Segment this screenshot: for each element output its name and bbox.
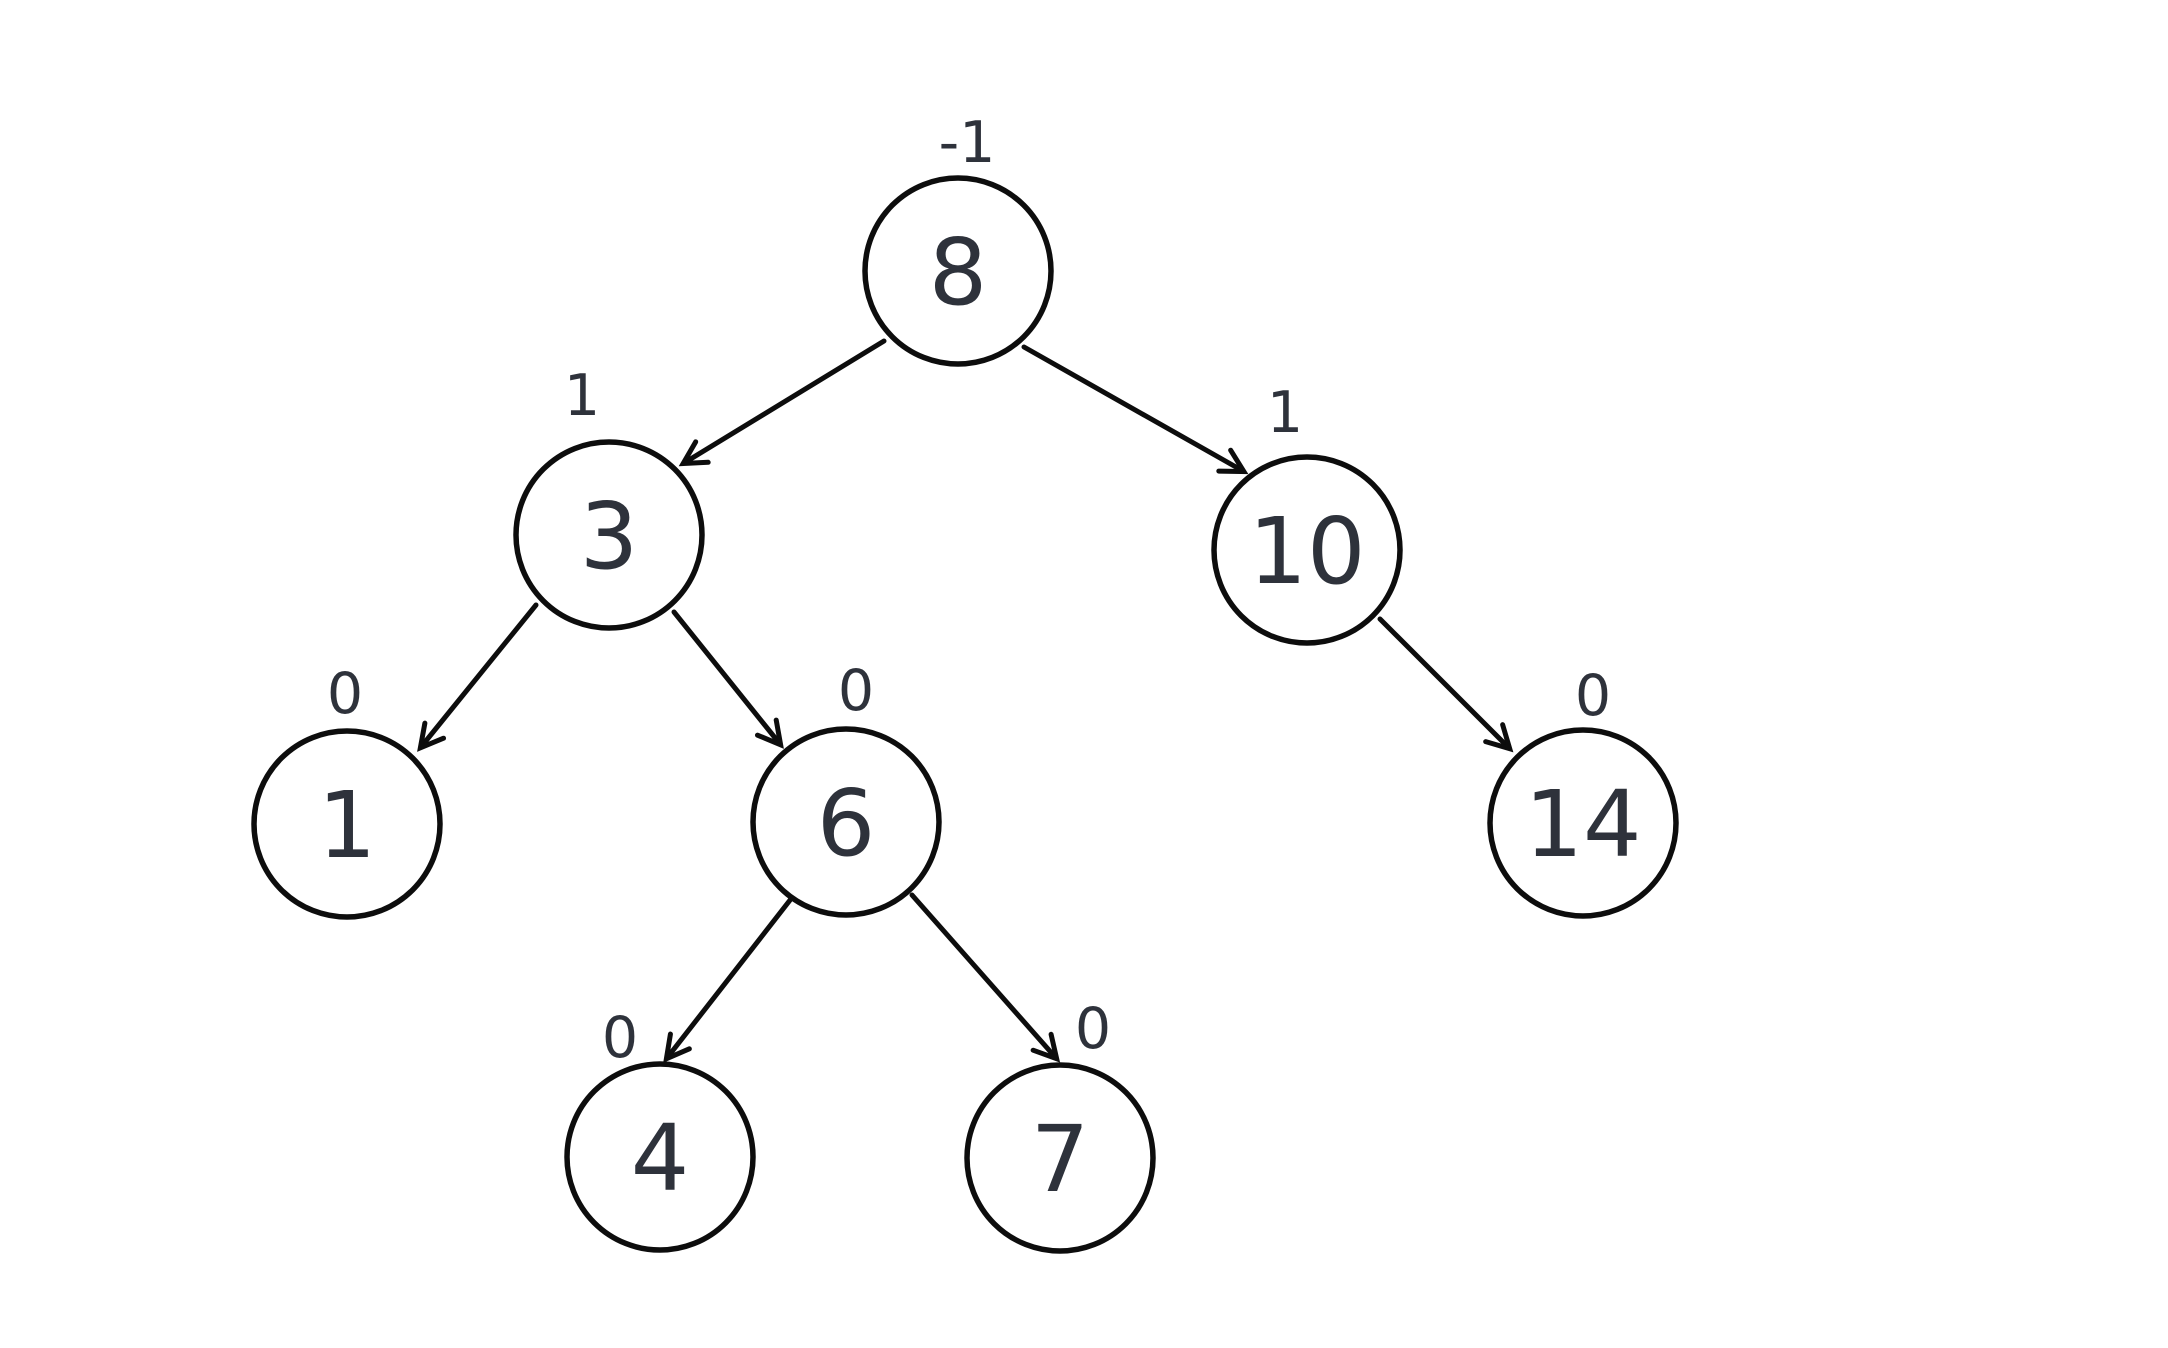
balance-factor-label: 0 (327, 661, 363, 727)
tree-node-10: 1 10 (1211, 380, 1403, 646)
node-circle (1487, 727, 1679, 919)
tree-node-7: 0 7 (964, 996, 1156, 1254)
edge-3-to-6 (671, 609, 784, 749)
balance-factor-label: 0 (602, 1005, 638, 1071)
balance-factor-label: 0 (838, 658, 874, 724)
edge-6-to-7 (909, 892, 1061, 1063)
edge-8-to-3 (678, 338, 887, 467)
balance-factor-label: 1 (564, 363, 600, 429)
node-value: 14 (1524, 771, 1641, 878)
node-value: 7 (1031, 1106, 1090, 1213)
node-circle (750, 726, 942, 918)
node-circle (251, 728, 443, 920)
node-value: 1 (318, 772, 377, 879)
tree-node-14: 0 14 (1487, 663, 1679, 919)
node-circle (564, 1061, 756, 1253)
tree-node-8: -1 8 (862, 110, 1054, 367)
node-circle (862, 175, 1054, 367)
balance-factor-label: 0 (1075, 996, 1111, 1062)
node-circle (964, 1062, 1156, 1254)
node-circle (513, 439, 705, 631)
edge-3-to-1 (417, 602, 539, 752)
node-value: 10 (1248, 498, 1365, 605)
balance-factor-label: 0 (1575, 663, 1611, 729)
edge-6-to-4 (663, 892, 797, 1063)
node-circle (1211, 454, 1403, 646)
tree-node-1: 0 1 (251, 661, 443, 920)
node-value: 3 (580, 483, 639, 590)
tree-node-6: 0 6 (750, 658, 942, 918)
balance-factor-label: 1 (1267, 380, 1303, 446)
node-value: 8 (929, 219, 988, 326)
node-value: 4 (631, 1105, 690, 1212)
edge-10-to-14 (1377, 616, 1514, 753)
tree-node-3: 1 3 (513, 363, 705, 631)
balance-factor-label: -1 (939, 110, 996, 176)
tree-node-4: 0 4 (564, 1005, 756, 1253)
node-value: 6 (817, 770, 876, 877)
edge-8-to-10 (1021, 344, 1249, 475)
